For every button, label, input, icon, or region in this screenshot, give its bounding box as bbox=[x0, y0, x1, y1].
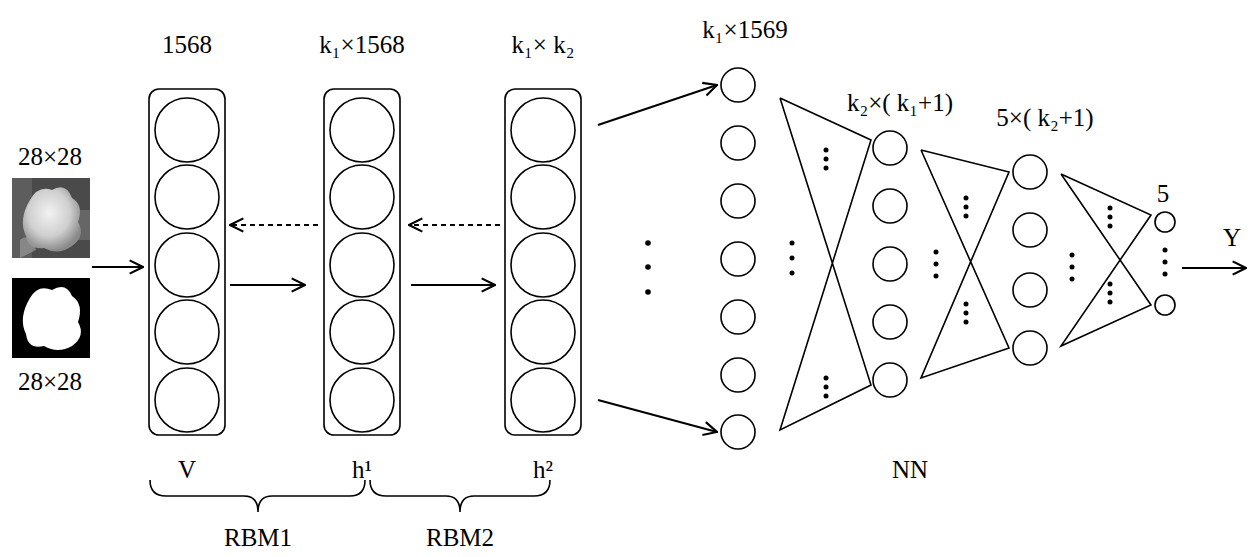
full-connection bbox=[780, 98, 871, 430]
group-label: RBM2 bbox=[426, 524, 494, 552]
neuron-unit bbox=[330, 368, 394, 432]
neuron-unit bbox=[330, 300, 394, 364]
output-arrow bbox=[1182, 267, 1246, 269]
neuron-unit bbox=[721, 184, 755, 218]
reconstruction-arrow bbox=[409, 224, 500, 226]
neuron-unit bbox=[155, 165, 219, 229]
layer-box bbox=[505, 89, 581, 435]
neuron-unit bbox=[330, 98, 394, 162]
layer-shape bbox=[721, 68, 755, 449]
neuron-unit bbox=[155, 98, 219, 162]
layer-size: k₁×1568 bbox=[319, 31, 404, 59]
ct-image bbox=[12, 178, 90, 258]
neuron-unit bbox=[721, 126, 755, 160]
layer-size: k₂×( k₁+1) bbox=[847, 89, 953, 117]
output-label: Y bbox=[1223, 224, 1241, 252]
rbm-layer: k₁×1568h¹ bbox=[323, 88, 401, 436]
forward-arrow bbox=[598, 400, 717, 432]
neuron-unit bbox=[721, 68, 755, 102]
neuron-unit bbox=[1155, 212, 1175, 232]
layer-shape bbox=[323, 88, 401, 436]
neuron-unit bbox=[511, 300, 575, 364]
layer-name: V bbox=[178, 456, 196, 484]
group-label: RBM1 bbox=[224, 524, 292, 552]
brace bbox=[370, 480, 550, 512]
forward-arrow bbox=[598, 85, 717, 125]
neuron-unit bbox=[1013, 155, 1047, 189]
neuron-unit bbox=[1013, 273, 1047, 307]
neuron-unit bbox=[155, 233, 219, 297]
brace bbox=[150, 480, 365, 512]
layer-size: k₁×1569 bbox=[702, 16, 787, 44]
forward-arrow bbox=[411, 284, 495, 286]
neuron-unit bbox=[721, 415, 755, 449]
neuron-unit bbox=[1155, 295, 1175, 315]
neuron-unit bbox=[330, 165, 394, 229]
image-size: 28×28 bbox=[18, 143, 82, 171]
nn-layer: k₁×1569 bbox=[721, 68, 755, 449]
neuron-unit bbox=[330, 233, 394, 297]
nn-layer: 5×( k₂+1) bbox=[1013, 155, 1047, 365]
full-connection bbox=[921, 150, 1009, 378]
neuron-unit bbox=[511, 165, 575, 229]
neuron-unit bbox=[511, 233, 575, 297]
neuron-unit bbox=[155, 368, 219, 432]
full-connection bbox=[1061, 174, 1151, 346]
mask-image bbox=[12, 278, 90, 358]
nn-layer: 5 bbox=[1155, 212, 1175, 315]
neuron-unit bbox=[1013, 331, 1047, 365]
neuron-unit bbox=[721, 358, 755, 392]
layer-name: h¹ bbox=[352, 456, 372, 484]
reconstruction-arrow bbox=[230, 224, 318, 226]
layer-box bbox=[324, 89, 400, 435]
neuron-unit bbox=[155, 300, 219, 364]
layer-size: 1568 bbox=[162, 31, 212, 59]
layer-size: 5 bbox=[1157, 180, 1170, 208]
layer-shape bbox=[1013, 155, 1047, 365]
group-label: NN bbox=[892, 456, 928, 484]
neuron-unit bbox=[873, 363, 907, 397]
forward-arrow bbox=[230, 284, 305, 286]
rbm-layer: k₁× k₂h² bbox=[504, 88, 582, 436]
ellipsis-dots bbox=[645, 148, 1167, 399]
nn-layer: k₂×( k₁+1) bbox=[873, 131, 907, 397]
layer-shape bbox=[148, 88, 226, 436]
layer-size: k₁× k₂ bbox=[512, 31, 575, 59]
neuron-unit bbox=[873, 131, 907, 165]
rbm-layer: 1568V bbox=[148, 88, 226, 436]
layer-box bbox=[149, 89, 225, 435]
image-size: 28×28 bbox=[18, 368, 82, 396]
neuron-unit bbox=[1013, 213, 1047, 247]
layer-shape bbox=[873, 131, 907, 397]
layer-shape bbox=[1155, 212, 1175, 315]
neuron-unit bbox=[873, 247, 907, 281]
layer-shape bbox=[504, 88, 582, 436]
neuron-unit bbox=[873, 305, 907, 339]
layer-size: 5×( k₂+1) bbox=[996, 104, 1093, 132]
neuron-unit bbox=[721, 242, 755, 276]
input-arrow bbox=[92, 266, 143, 268]
neuron-unit bbox=[511, 368, 575, 432]
layer-name: h² bbox=[533, 456, 553, 484]
neuron-unit bbox=[873, 189, 907, 223]
neuron-unit bbox=[721, 300, 755, 334]
neuron-unit bbox=[511, 98, 575, 162]
